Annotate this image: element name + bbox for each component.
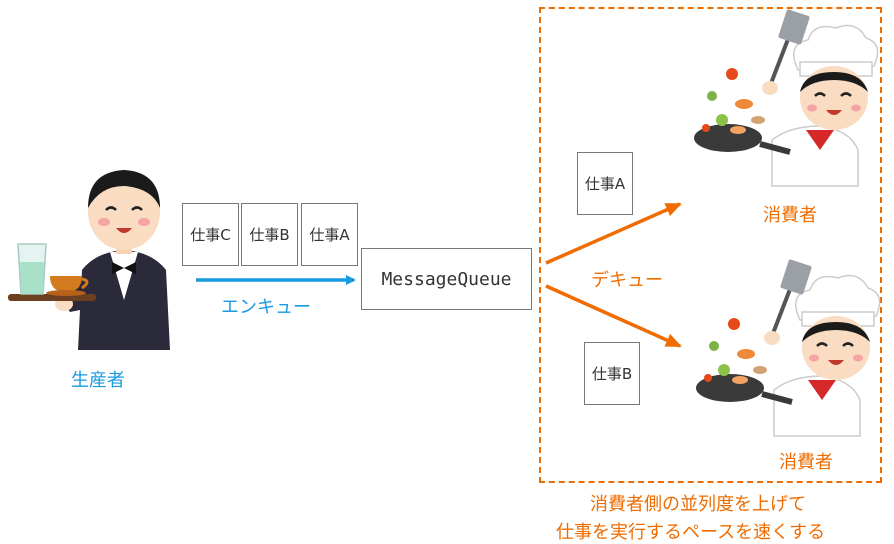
spatula-icon	[768, 33, 792, 87]
waiter-face	[88, 174, 160, 250]
consumer-job-a: 仕事A	[577, 152, 633, 215]
dequeue-arrow-a	[545, 202, 682, 265]
waiter-shirt	[110, 252, 138, 300]
dequeue-label: デキュー	[591, 270, 663, 291]
job-box-b: 仕事B	[241, 203, 298, 266]
consumer-label-1: 消費者	[763, 205, 817, 226]
bow-tie-icon	[112, 262, 136, 274]
tray-icon	[8, 294, 96, 301]
note-line-2: 仕事を実行するペースを速くする	[556, 522, 826, 543]
job-box-c: 仕事C	[182, 203, 239, 266]
enqueue-label: エンキュー	[221, 297, 311, 318]
note-line-1: 消費者側の並列度を上げて	[590, 494, 806, 515]
waiter-hair	[88, 170, 160, 208]
chef-illustration-2	[696, 259, 881, 437]
consumer-label-2: 消費者	[779, 452, 833, 473]
producer-label: 生産者	[71, 370, 125, 391]
coffee-cup-icon	[50, 276, 82, 292]
job-box-a: 仕事A	[301, 203, 358, 266]
message-queue-box: MessageQueue	[361, 248, 532, 310]
chef-illustration-1	[694, 9, 879, 187]
dequeue-arrow-b	[545, 284, 682, 348]
consumer-group-box	[539, 7, 882, 483]
consumer-job-b: 仕事B	[584, 342, 640, 405]
